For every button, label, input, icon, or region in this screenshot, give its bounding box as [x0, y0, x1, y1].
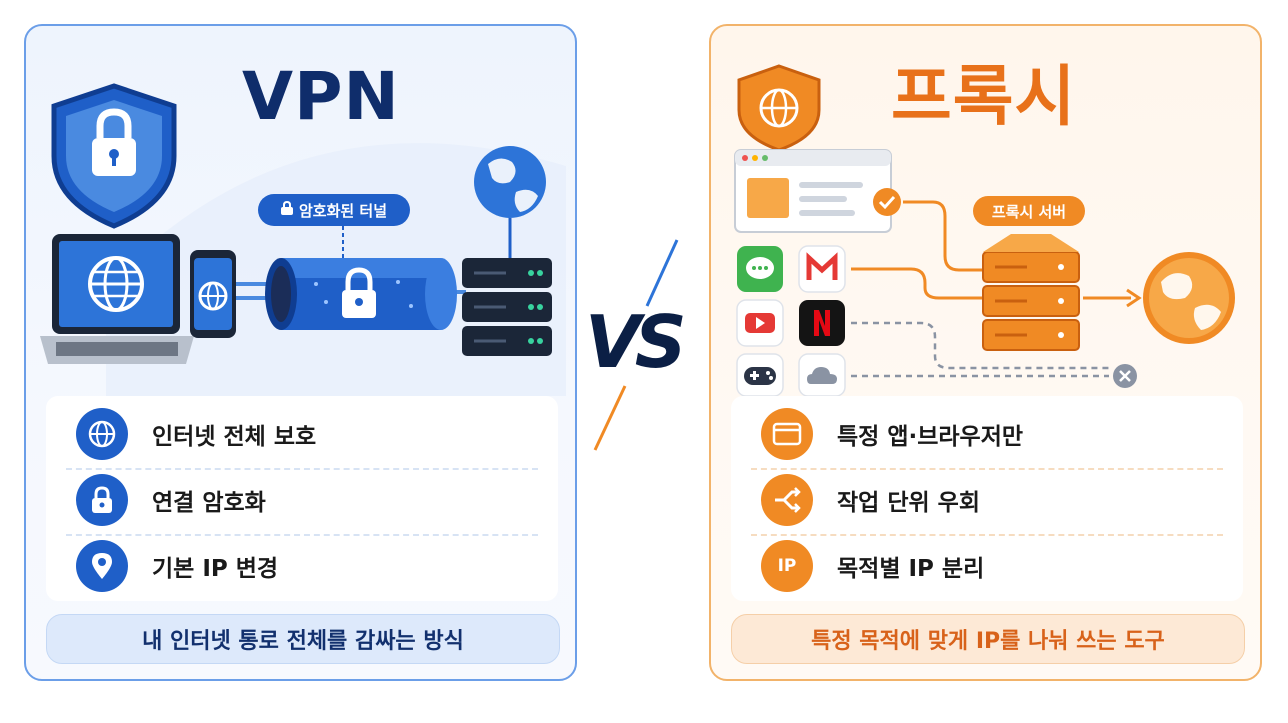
globe-icon: [76, 408, 128, 460]
vpn-feature-item: 연결 암호화: [46, 470, 558, 530]
proxy-feature-item: 작업 단위 우회: [731, 470, 1243, 530]
lock-icon: [76, 474, 128, 526]
vpn-feature-label: 인터넷 전체 보호: [152, 424, 317, 450]
gamepad-app-icon: [736, 353, 784, 396]
vpn-feature-list: 인터넷 전체 보호 연결 암호화 기본 IP 변경: [46, 396, 558, 601]
vs-label: VS: [585, 300, 687, 384]
encrypted-tunnel-label: 암호화된 터널: [258, 194, 410, 226]
proxy-feature-item: IP 목적별 IP 분리: [731, 536, 1243, 596]
vpn-feature-label: 기본 IP 변경: [152, 556, 279, 582]
vpn-illustration: [40, 83, 566, 396]
encrypted-tunnel-icon: [265, 258, 457, 330]
branch-arrow-icon: [761, 474, 813, 526]
ip-badge-text: IP: [777, 556, 797, 576]
browser-window-icon: [734, 149, 901, 233]
messenger-app-icon: [737, 246, 783, 292]
location-pin-icon: [76, 540, 128, 592]
globe-icon: [1143, 252, 1235, 344]
lock-icon: [280, 200, 293, 219]
proxy-server-label-text: 프록시 서버: [991, 202, 1067, 221]
proxy-summary: 특정 목적에 맞게 IP를 나눠 쓰는 도구: [731, 614, 1245, 664]
proxy-panel: 프록시: [709, 24, 1262, 681]
phone-icon: [190, 250, 236, 338]
youtube-app-icon: [736, 299, 784, 347]
proxy-feature-label: 목적별 IP 분리: [837, 556, 985, 582]
vpn-feature-item: 기본 IP 변경: [46, 536, 558, 596]
vpn-title: VPN: [242, 58, 400, 135]
tunnel-label-text: 암호화된 터널: [298, 201, 388, 220]
shield-lock-icon: [51, 83, 177, 229]
proxy-server-label: 프록시 서버: [973, 196, 1085, 226]
proxy-feature-label: 특정 앱·브라우저만: [837, 424, 1024, 450]
server-stack-icon: [462, 258, 552, 356]
proxy-feature-item: 특정 앱·브라우저만: [731, 404, 1243, 464]
cloud-app-icon: [798, 353, 846, 396]
netflix-app-icon: [799, 300, 845, 346]
browser-window-icon: [761, 408, 813, 460]
laptop-icon: [40, 234, 194, 364]
gmail-app-icon: [798, 245, 846, 293]
vpn-summary: 내 인터넷 통로 전체를 감싸는 방식: [46, 614, 560, 664]
vpn-panel: VPN: [24, 24, 577, 681]
proxy-feature-label: 작업 단위 우회: [837, 490, 980, 516]
vpn-feature-item: 인터넷 전체 보호: [46, 404, 558, 464]
proxy-feature-list: 특정 앱·브라우저만 작업 단위 우회 IP 목적별 IP 분리: [731, 396, 1243, 601]
vs-divider-graphic: [593, 239, 679, 451]
proxy-title: 프록시: [891, 58, 1077, 135]
globe-icon: [474, 146, 546, 258]
proxy-illustration: [734, 64, 1235, 396]
shield-globe-icon: [737, 64, 821, 152]
ip-pin-icon: IP: [761, 540, 813, 592]
vpn-feature-label: 연결 암호화: [152, 490, 266, 516]
proxy-server-icon: [982, 234, 1080, 351]
blocked-x-icon: [1113, 364, 1137, 388]
